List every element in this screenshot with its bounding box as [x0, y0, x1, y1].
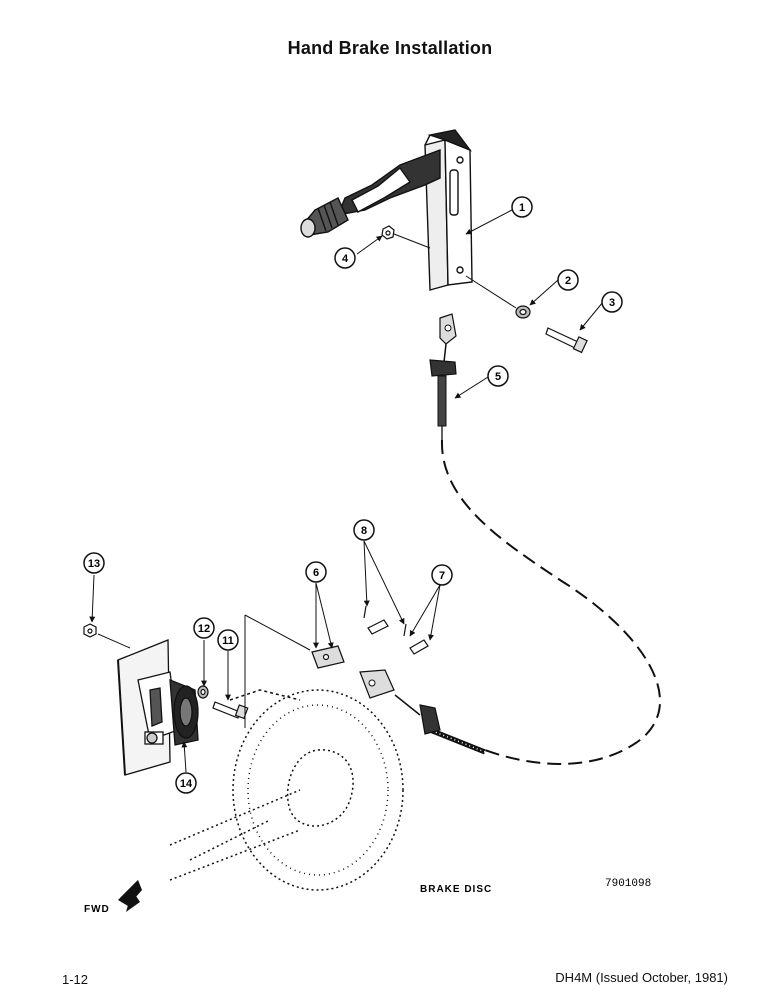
- brake-disc-label: BRAKE DISC: [420, 884, 492, 895]
- svg-text:1: 1: [519, 202, 525, 214]
- callout-2: 2: [557, 269, 579, 291]
- washer-12: [197, 685, 209, 699]
- cotter-pin-8: [363, 605, 407, 637]
- pin-7: [367, 619, 429, 655]
- washer-2: [515, 305, 531, 319]
- bolt-11: [212, 701, 249, 720]
- callout-11: 11: [217, 629, 239, 651]
- callout-6: 6: [305, 561, 327, 583]
- page-title: Hand Brake Installation: [287, 38, 493, 58]
- document-footer: DH4M (Issued October, 1981): [555, 970, 728, 985]
- bolt-3: [545, 327, 588, 354]
- callout-5: 5: [487, 365, 509, 387]
- svg-text:6: 6: [313, 567, 319, 579]
- svg-text:2: 2: [565, 275, 571, 287]
- bracket-6: [311, 645, 345, 669]
- brake-disc: [169, 689, 404, 891]
- callout-7: 7: [431, 564, 453, 586]
- svg-text:11: 11: [222, 635, 234, 647]
- svg-text:3: 3: [609, 297, 615, 309]
- svg-text:12: 12: [198, 623, 210, 635]
- callout-13: 13: [83, 552, 105, 574]
- fwd-label: FWD: [84, 904, 110, 915]
- svg-text:13: 13: [88, 558, 100, 570]
- svg-text:5: 5: [495, 371, 501, 383]
- callout-14: 14: [175, 772, 197, 794]
- callout-1: 1: [511, 196, 533, 218]
- drawing-number: 7901098: [605, 878, 651, 890]
- nut-4: [381, 225, 431, 249]
- caliper-14: [117, 639, 199, 776]
- svg-text:14: 14: [180, 778, 193, 790]
- nut-13: [83, 623, 131, 649]
- svg-text:8: 8: [361, 525, 367, 537]
- brake-cable-5: [359, 313, 661, 765]
- hand-lever: [300, 129, 473, 291]
- fwd-arrow-icon: [118, 880, 142, 912]
- page-number: 1-12: [62, 972, 89, 987]
- callout-4: 4: [334, 247, 356, 269]
- callout-12: 12: [193, 617, 215, 639]
- callout-3: 3: [601, 291, 623, 313]
- callout-8: 8: [353, 519, 375, 541]
- svg-text:4: 4: [342, 253, 349, 265]
- svg-text:7: 7: [439, 570, 445, 582]
